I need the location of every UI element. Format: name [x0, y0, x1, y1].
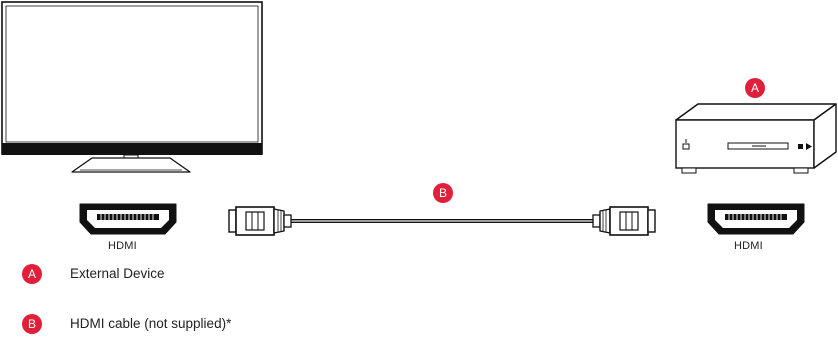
legend-marker-a: A: [22, 264, 42, 284]
legend-text-external-device: External Device: [70, 266, 165, 281]
legend-marker-b: B: [22, 314, 42, 334]
tv-port-label: HDMI: [108, 240, 137, 252]
hdmi-port-icon: [707, 203, 805, 235]
device-port-label: HDMI: [734, 240, 763, 252]
blu-ray-player-icon: [675, 103, 837, 174]
device-marker-badge: A: [745, 78, 765, 98]
hdmi-cable-icon: [228, 206, 656, 236]
tv-icon: [1, 1, 263, 173]
legend-text-hdmi-cable: HDMI cable (not supplied)*: [70, 316, 232, 331]
cable-marker-badge: B: [433, 183, 453, 203]
hdmi-port-icon: [79, 203, 177, 235]
